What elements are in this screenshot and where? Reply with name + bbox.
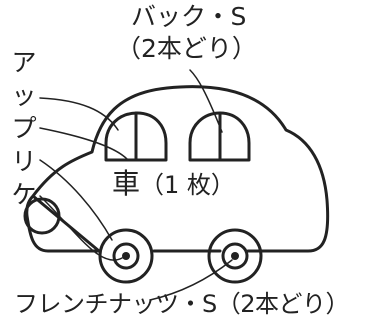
car-body-text: 車 (112, 167, 141, 200)
french-knot-label: フレンチナッツ・S（2本どり） (14, 290, 350, 318)
back-stitch-label: バック・S (131, 2, 247, 31)
back-stitch-leader (189, 69, 223, 133)
applique-leader-window (39, 97, 119, 131)
rear-wheel (207, 228, 263, 284)
applique-leader-wheel (39, 159, 113, 241)
car-body-count: （1 枚） (140, 171, 235, 199)
rear-wheel-hub (221, 242, 249, 270)
knot-leader-rear (149, 259, 233, 301)
back-stitch-thread-label: （2本どり） (116, 34, 257, 63)
applique-leader-body (39, 127, 129, 161)
applique-label: アップリケ (11, 48, 37, 209)
rear-wheel-knot (231, 252, 239, 260)
knot-leader-front (39, 195, 123, 261)
car-body-label: 車（1 枚） (112, 170, 235, 198)
front-wheel-hub (112, 242, 140, 270)
front-wheel-knot (122, 252, 130, 260)
car-body-outline (25, 85, 330, 253)
